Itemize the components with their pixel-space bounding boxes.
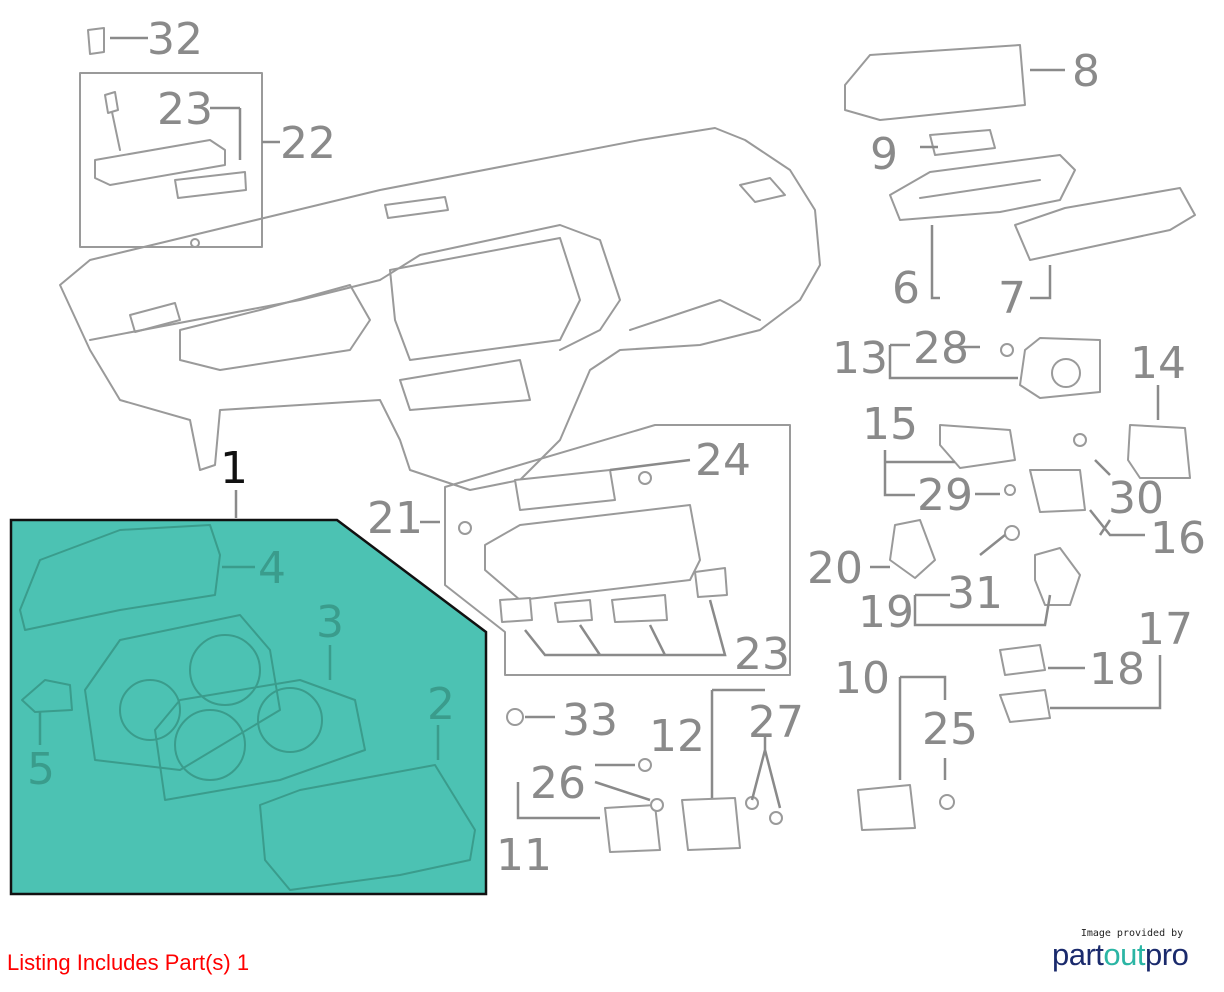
callout-29[interactable]: 29 (917, 470, 973, 521)
callout-15[interactable]: 15 (862, 399, 918, 450)
callout-2[interactable]: 2 (427, 679, 455, 730)
callout-14[interactable]: 14 (1130, 338, 1186, 389)
callout-17[interactable]: 17 (1137, 604, 1193, 655)
callout-7[interactable]: 7 (998, 273, 1026, 324)
logo-brand-out: out (1103, 937, 1146, 972)
callout-3[interactable]: 3 (316, 597, 344, 648)
leader-lines (110, 36, 1162, 820)
callout-8[interactable]: 8 (1072, 46, 1100, 97)
callout-33[interactable]: 33 (562, 695, 618, 746)
callout-22[interactable]: 22 (280, 118, 336, 169)
logo-brand-pro: pro (1145, 937, 1189, 972)
callout-23[interactable]: 23 (157, 84, 213, 135)
listing-includes-text: Listing Includes Part(s) 1 (7, 950, 250, 975)
callout-28[interactable]: 28 (913, 323, 969, 374)
callout-32[interactable]: 32 (147, 14, 203, 65)
logo-caption: Image provided by (1080, 928, 1184, 939)
logo-brand: partoutpro (1052, 939, 1212, 971)
callout-5[interactable]: 5 (27, 744, 55, 795)
callout-19[interactable]: 19 (858, 587, 914, 638)
callout-9[interactable]: 9 (870, 129, 898, 180)
callout-1[interactable]: 1 (220, 443, 248, 494)
instrument-panel-drawing (59, 127, 821, 491)
callout-4[interactable]: 4 (258, 543, 286, 594)
callout-24[interactable]: 24 (695, 435, 751, 486)
callout-30[interactable]: 30 (1108, 473, 1164, 524)
callout-31[interactable]: 31 (947, 568, 1003, 619)
parts-upper-right (844, 44, 1196, 831)
callout-25[interactable]: 25 (922, 704, 978, 755)
callout-labels: 32 23 22 8 9 6 7 13 28 14 15 29 30 16 20… (27, 14, 1206, 881)
callout-18[interactable]: 18 (1089, 644, 1145, 695)
logo-brand-part: part (1052, 937, 1104, 972)
partoutpro-logo: Image provided by partoutpro (1052, 928, 1212, 971)
callout-6[interactable]: 6 (892, 263, 920, 314)
callout-16[interactable]: 16 (1150, 513, 1206, 564)
callout-12[interactable]: 12 (649, 711, 705, 762)
part-1-highlight[interactable] (9, 518, 488, 896)
callout-23-lower[interactable]: 23 (734, 629, 790, 680)
callout-20[interactable]: 20 (807, 543, 863, 594)
callout-11[interactable]: 11 (496, 830, 552, 881)
callout-10[interactable]: 10 (834, 653, 890, 704)
callout-13[interactable]: 13 (832, 333, 888, 384)
part-22-group (79, 27, 263, 248)
parts-lower-middle (506, 708, 783, 853)
callout-26[interactable]: 26 (530, 758, 586, 809)
callout-27[interactable]: 27 (748, 697, 804, 748)
part-21-group (444, 424, 791, 676)
callout-21[interactable]: 21 (367, 493, 423, 544)
